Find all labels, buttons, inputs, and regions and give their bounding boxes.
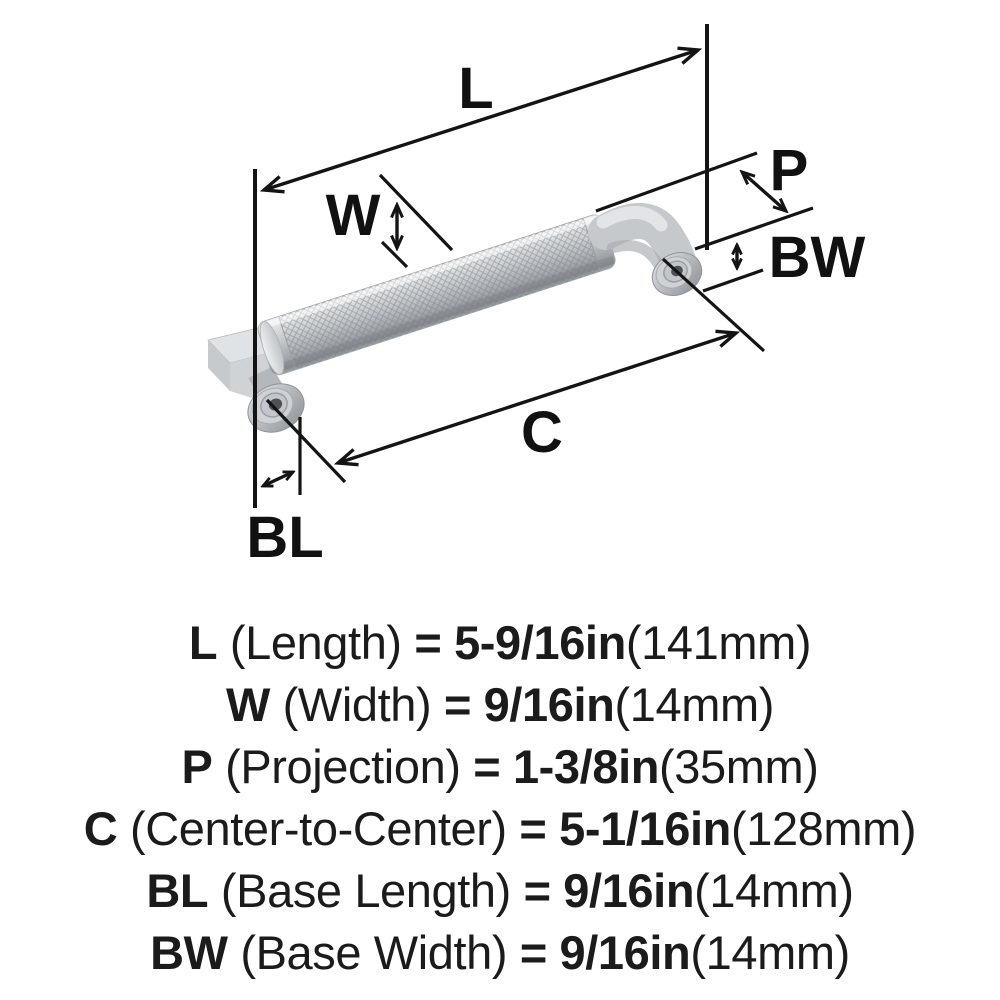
- spec-line-base-width: BW (Base Width) = 9/16in(14mm): [0, 922, 1000, 984]
- dimension-arrow-BL: [263, 470, 293, 488]
- left-screw-boss: [247, 383, 305, 433]
- spec-line-center-to-center: C (Center-to-Center) = 5-1/16in(128mm): [0, 798, 1000, 860]
- spec-value: = 9/16in: [443, 678, 615, 731]
- dimension-label-W: W: [326, 183, 381, 248]
- spec-name: (Width): [269, 678, 444, 731]
- spec-line-projection: P (Projection) = 1-3/8in(35mm): [0, 736, 1000, 798]
- extension-line-C-left-screw: [265, 398, 347, 484]
- dimension-arrow-P: [742, 172, 786, 211]
- spec-abbr: C: [83, 802, 118, 855]
- spec-line-width: W (Width) = 9/16in(14mm): [0, 674, 1000, 736]
- spec-name: (Base Width): [227, 926, 520, 979]
- dimension-label-L: L: [458, 56, 493, 121]
- dimension-label-P: P: [770, 138, 809, 203]
- spec-name: (Projection): [212, 740, 474, 793]
- spec-abbr: L: [188, 616, 218, 669]
- spec-value: = 9/16in: [523, 864, 695, 917]
- extension-line-C-right-screw: [661, 257, 766, 353]
- spec-metric: (14mm): [694, 864, 854, 917]
- extension-line-P-lower: [694, 206, 814, 251]
- spec-abbr: P: [181, 740, 213, 793]
- dimension-label-BW: BW: [769, 225, 866, 290]
- spec-value: = 5-9/16in: [414, 616, 626, 669]
- spec-value: = 1-3/8in: [473, 740, 660, 793]
- handle-illustration: [207, 203, 703, 433]
- spec-line-length: L (Length) = 5-9/16in(141mm): [0, 612, 1000, 674]
- extension-line-P-upper: [595, 151, 758, 213]
- spec-name: (Center-to-Center): [117, 802, 520, 855]
- spec-metric: (141mm): [625, 616, 812, 669]
- handle-knurled-bar: [257, 214, 616, 376]
- spec-metric: (14mm): [690, 926, 850, 979]
- extension-line-BW-lower: [702, 268, 764, 293]
- spec-value: = 9/16in: [519, 926, 691, 979]
- spec-metric: (14mm): [614, 678, 775, 731]
- spec-abbr: BL: [146, 864, 209, 917]
- dimension-annotations: L W P BW C BL: [246, 24, 866, 570]
- spec-name: (Length): [217, 616, 415, 669]
- spec-abbr: W: [226, 678, 270, 731]
- spec-line-base-length: BL (Base Length) = 9/16in(14mm): [0, 860, 1000, 922]
- dimension-line-C: [338, 333, 736, 463]
- spec-name: (Base Length): [208, 864, 524, 917]
- dimension-label-BL: BL: [246, 505, 323, 570]
- spec-value: = 5-1/16in: [519, 802, 731, 855]
- dimension-line-L: [264, 50, 698, 190]
- dimension-spec-list: L (Length) = 5-9/16in(141mm) W (Width) =…: [0, 612, 1000, 984]
- spec-metric: (35mm): [659, 740, 819, 793]
- extension-line-W-lower: [380, 240, 409, 269]
- dimension-label-C: C: [521, 400, 563, 465]
- extension-line-W-upper: [378, 173, 454, 252]
- spec-metric: (128mm): [730, 802, 917, 855]
- handle-diagram: L W P BW C BL: [207, 24, 866, 570]
- spec-abbr: BW: [150, 926, 228, 979]
